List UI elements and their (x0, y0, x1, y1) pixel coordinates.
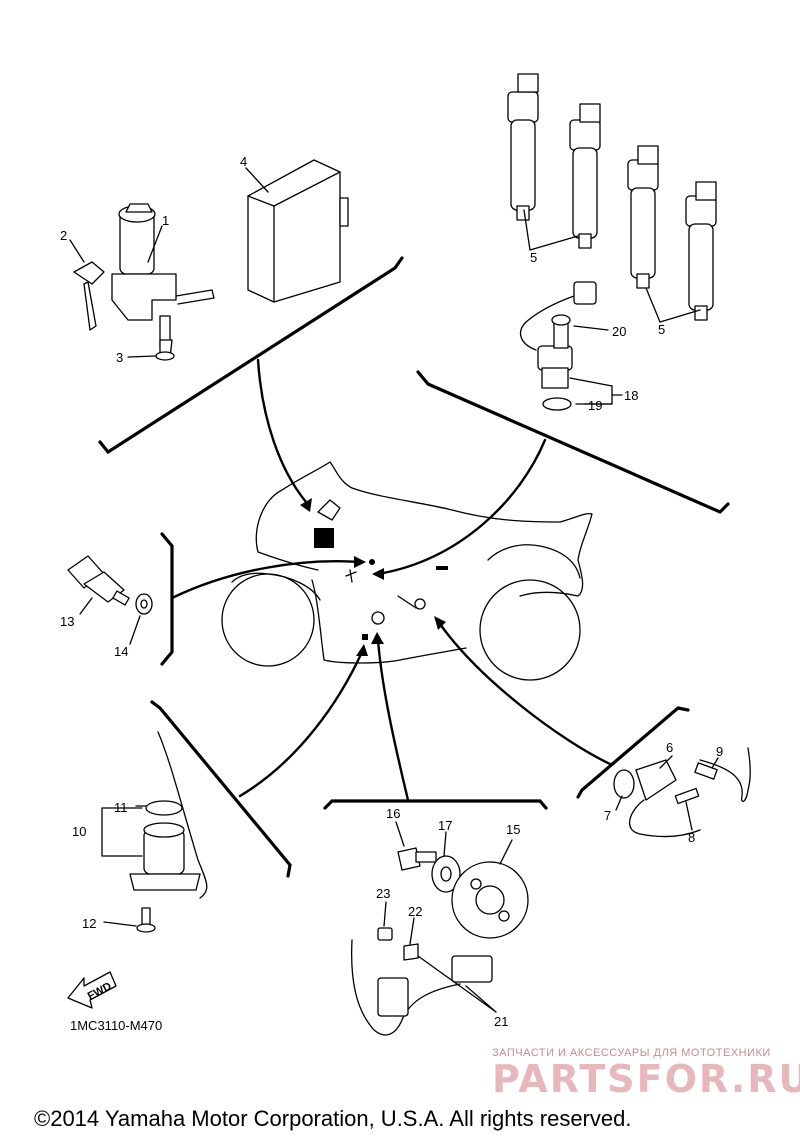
part-gear-sensor (613, 747, 751, 838)
o-ring-19 (542, 397, 572, 411)
bracket-bottom-left (150, 700, 292, 878)
gasket-14 (135, 593, 153, 615)
callout-6: 6 (666, 740, 673, 755)
bracket-top-left (98, 256, 404, 455)
part-ignition-coils (507, 73, 717, 321)
part-ignition-switch (111, 203, 215, 361)
key-icon (73, 261, 105, 285)
o-ring-7 (613, 769, 635, 799)
callout-1: 1 (162, 213, 169, 228)
body-outline (255, 461, 593, 597)
bracket-bottom-right (576, 706, 690, 799)
arrow-temp-sensor (170, 560, 362, 600)
callout-leaders (69, 167, 719, 1013)
part-ecu (247, 159, 349, 303)
ecu-position-marker (314, 528, 334, 548)
callout-7: 7 (604, 808, 611, 823)
fwd-arrow: FWD (67, 971, 117, 1009)
pickup-position (371, 611, 385, 625)
group-brackets (98, 256, 730, 878)
part-sensor-assy (519, 281, 597, 411)
motorcycle-outline (221, 461, 593, 681)
rear-wheel (479, 579, 581, 681)
callout-2: 2 (60, 228, 67, 243)
arrow-solenoid (238, 650, 364, 798)
callout-12: 12 (82, 916, 96, 931)
temp-sensor-position (345, 569, 357, 583)
arrow-pickup (376, 638, 410, 802)
callout-labels: 1 2 3 4 5 5 6 7 8 9 10 11 12 13 14 15 16… (60, 154, 723, 1029)
callout-10: 10 (72, 824, 86, 839)
coil-4 (685, 181, 717, 321)
drawing-reference: 1MC3110-M470 (70, 1018, 162, 1033)
front-lower-outline (257, 551, 319, 571)
callout-11: 11 (114, 800, 128, 815)
callout-18: 18 (624, 388, 638, 403)
callout-13: 13 (60, 614, 74, 629)
bracket-bottom-center (323, 799, 548, 810)
ecu-box (247, 159, 341, 303)
callout-3: 3 (116, 350, 123, 365)
callout-17: 17 (438, 818, 452, 833)
callout-23: 23 (376, 886, 390, 901)
arrow-gear-sensor (438, 622, 612, 766)
coil-3 (627, 145, 659, 289)
engine-outline (311, 579, 467, 664)
callout-21: 21 (494, 1014, 508, 1029)
coil-2 (569, 103, 601, 249)
callout-22: 22 (408, 904, 422, 919)
copyright-notice: ©2014 Yamaha Motor Corporation, U.S.A. A… (34, 1106, 631, 1131)
part-solenoid (129, 731, 208, 933)
callout-15: 15 (506, 822, 520, 837)
watermark-tagline: ЗАПЧАСТИ И АКСЕССУАРЫ ДЛЯ МОТОТЕХНИКИ (492, 1047, 771, 1059)
callout-20: 20 (612, 324, 626, 339)
callout-5a: 5 (530, 250, 537, 265)
callout-16: 16 (386, 806, 400, 821)
rear-fender (487, 544, 581, 579)
part-temp-sensor (67, 555, 153, 615)
ignition-position-marker (317, 499, 341, 521)
o-ring-11 (145, 800, 183, 816)
callout-8: 8 (688, 830, 695, 845)
washer-17 (431, 855, 461, 893)
callout-4: 4 (240, 154, 247, 169)
callout-5b: 5 (658, 322, 665, 337)
watermark-brand: PARTSFOR.RU (492, 1057, 800, 1101)
arrow-ecu (256, 358, 308, 504)
arrow-sensor (376, 438, 547, 576)
front-fender (231, 572, 321, 601)
callout-9: 9 (716, 744, 723, 759)
bracket-top-right (416, 370, 730, 514)
bracket-left (160, 532, 174, 666)
leader-arrows (170, 358, 612, 802)
part-key (73, 261, 105, 331)
front-wheel (221, 573, 315, 667)
coil-1 (507, 73, 539, 221)
part-rotor-group (350, 847, 529, 1036)
fwd-arrow-icon (67, 971, 117, 1009)
callout-14: 14 (114, 644, 128, 659)
callout-19: 19 (588, 398, 602, 413)
rotor-15 (451, 861, 529, 939)
connector-21 (377, 977, 409, 1017)
